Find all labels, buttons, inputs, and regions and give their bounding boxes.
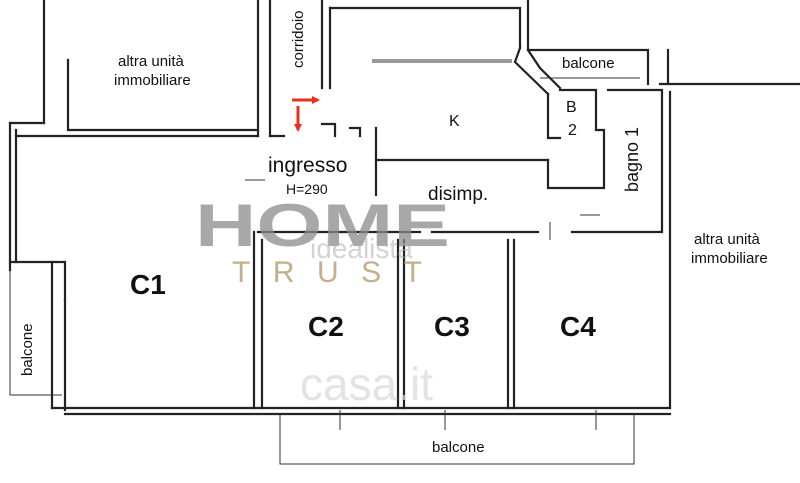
watermark-idealista: idealista [310, 233, 413, 264]
watermark-home: HOME [195, 192, 450, 259]
watermark-group: casa.it HOME TRUST idealista [195, 192, 450, 410]
label-k: K [449, 113, 460, 130]
label-balcone-bottom: balcone [432, 439, 485, 456]
label-b-num: 2 [568, 122, 577, 139]
room-c4: C4 [560, 311, 596, 342]
entrance-arrows [292, 96, 320, 132]
label-altra-left-1: altra unità [118, 53, 185, 70]
label-bagno: bagno 1 [622, 127, 642, 192]
labels: corridoio altra unità immobiliare balcon… [19, 10, 768, 456]
label-corridoio: corridoio [290, 10, 307, 68]
label-disimp: disimp. [428, 184, 488, 205]
label-altra-left-2: immobiliare [114, 72, 191, 89]
label-height: H=290 [286, 181, 328, 197]
watermark-casa: casa.it [300, 358, 433, 410]
label-altra-right-2: immobiliare [691, 250, 768, 267]
room-c2: C2 [308, 311, 344, 342]
room-c1: C1 [130, 269, 166, 300]
label-ingresso: ingresso [268, 154, 347, 177]
room-c3: C3 [434, 311, 470, 342]
label-balcone-top: balcone [562, 55, 615, 72]
label-altra-right-1: altra unità [694, 231, 761, 248]
label-b: B [566, 99, 577, 116]
walls [8, 0, 800, 465]
label-balcone-left: balcone [19, 323, 36, 376]
